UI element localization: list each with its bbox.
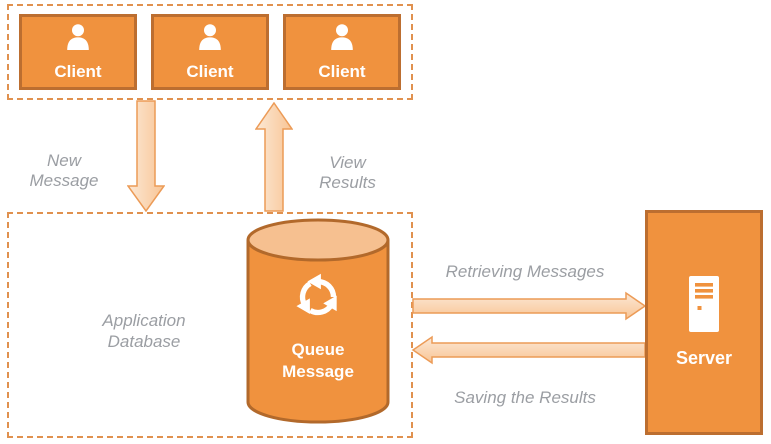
new-message-arrow-down [126,100,166,217]
server-label: Server [675,348,733,368]
view-results-label: View Results [319,153,376,192]
clients-group-container [7,4,413,100]
client-node-2: Client [151,14,269,90]
queue-message-cylinder [245,216,391,428]
application-database-label: Application Database [102,311,186,351]
client-label: Client [318,62,366,81]
client-node-1: Client [19,14,137,90]
saving-results-label: Saving the Results [454,388,596,407]
person-icon [324,21,360,60]
server-tower-icon [689,276,719,337]
new-message-label: New Message [29,151,99,190]
client-label: Client [54,62,102,81]
retrieving-messages-label: Retrieving Messages [445,262,605,281]
sync-arrows-icon [289,268,347,331]
retrieving-messages-arrow-right [412,291,647,326]
saving-results-arrow-left [411,335,646,370]
queue-message-content: Queue Message [245,216,391,428]
application-database-container [7,212,413,438]
person-icon [192,21,228,60]
person-icon [60,21,96,60]
view-results-arrow-up [254,101,294,217]
server-node: Server [645,210,763,435]
client-label: Client [186,62,234,81]
queue-message-label: Queue Message [282,340,354,381]
client-node-3: Client [283,14,401,90]
